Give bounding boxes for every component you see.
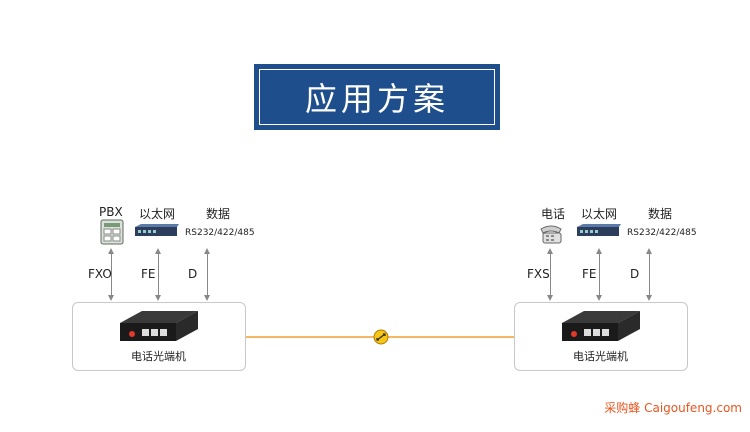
right-fxs-arrow-up: [547, 248, 553, 254]
right-device-label: 电话光端机: [573, 350, 628, 363]
telephone-icon: [540, 225, 562, 244]
left-fe-arrow-down: [155, 295, 161, 301]
right-channel-fxs: FXS: [527, 267, 550, 281]
left-data-label: 数据: [206, 207, 231, 221]
watermark-text: 采购蜂 Caigoufeng.com: [604, 401, 742, 415]
left-optical-transceiver-icon: [120, 311, 198, 341]
left-d-arrow-up: [204, 248, 210, 254]
right-fxs-line: [550, 251, 551, 297]
ethernet-switch-icon: [135, 224, 179, 236]
left-fxo-arrow-down: [108, 295, 114, 301]
fiber-junction-icon: [373, 329, 389, 345]
right-d-arrow-up: [646, 248, 652, 254]
banner-title: 应用方案: [304, 80, 449, 118]
left-pbx-label: PBX: [99, 205, 123, 219]
left-fe-arrow-up: [155, 248, 161, 254]
left-d-arrow-down: [204, 295, 210, 301]
right-data-label: 数据: [648, 207, 673, 221]
right-channel-fe: FE: [582, 267, 597, 281]
right-fe-arrow-down: [596, 295, 602, 301]
left-d-line: [207, 251, 208, 297]
right-fe-line: [599, 251, 600, 297]
left-fxo-line: [111, 251, 112, 297]
right-channel-d: D: [630, 267, 640, 281]
banner-border: [259, 69, 495, 125]
pbx-icon: [100, 219, 124, 245]
right-ethernet-label: 以太网: [581, 207, 618, 221]
left-fxo-arrow-up: [108, 248, 114, 254]
right-d-line: [649, 251, 650, 297]
left-ethernet-label: 以太网: [139, 207, 176, 221]
left-channel-d: D: [188, 267, 198, 281]
right-fxs-arrow-down: [547, 295, 553, 301]
ethernet-switch-icon-right: [577, 224, 621, 236]
left-channel-fe: FE: [141, 267, 156, 281]
left-fe-line: [158, 251, 159, 297]
left-channel-fxo: FXO: [88, 267, 112, 281]
right-optical-transceiver-icon: [562, 311, 640, 341]
right-fe-arrow-up: [596, 248, 602, 254]
right-rs-label: RS232/422/485: [627, 228, 697, 238]
right-d-arrow-down: [646, 295, 652, 301]
right-phone-label: 电话: [541, 207, 566, 221]
title-banner: 应用方案: [254, 64, 500, 130]
left-rs-label: RS232/422/485: [185, 228, 255, 238]
left-device-label: 电话光端机: [131, 350, 186, 363]
